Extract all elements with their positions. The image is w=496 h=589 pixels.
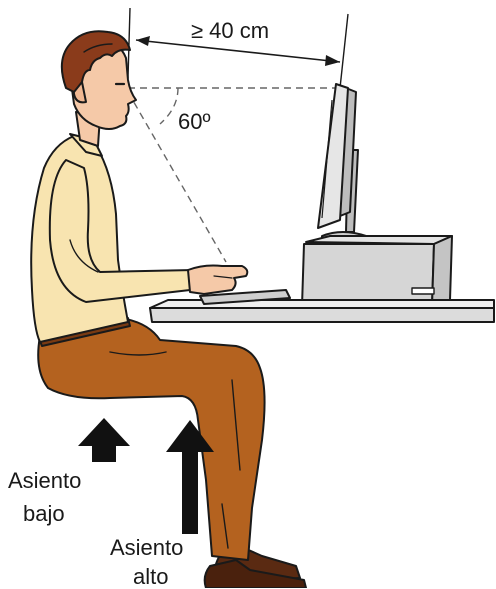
downward-sight-line <box>128 92 226 262</box>
sight-lines <box>128 88 336 262</box>
monitor <box>318 84 366 242</box>
arrowhead-right <box>325 55 340 66</box>
angle-arc <box>160 88 178 124</box>
distance-label: ≥ 40 cm <box>191 20 269 42</box>
high-seat-label-line1: Asiento <box>110 537 183 559</box>
low-seat-label-line1: Asiento <box>8 470 81 492</box>
high-seat-label-line2: alto <box>133 566 168 588</box>
up-arrow-icon <box>78 418 130 462</box>
hand <box>188 266 247 295</box>
desk <box>150 300 494 322</box>
tower-side <box>432 236 452 306</box>
tower-front <box>302 244 434 306</box>
computer-tower <box>302 236 452 306</box>
arrowhead-left <box>136 36 150 46</box>
tower-top <box>306 236 452 244</box>
distance-dimension-line <box>136 40 340 62</box>
low-seat-label-line2: bajo <box>23 503 65 525</box>
angle-label: 60º <box>178 111 211 133</box>
desk-edge <box>150 308 494 322</box>
drive-slot <box>412 288 434 294</box>
shirt-sleeve <box>50 160 194 302</box>
seat-arrows <box>78 418 214 534</box>
screen-vertical-guide <box>340 14 348 88</box>
